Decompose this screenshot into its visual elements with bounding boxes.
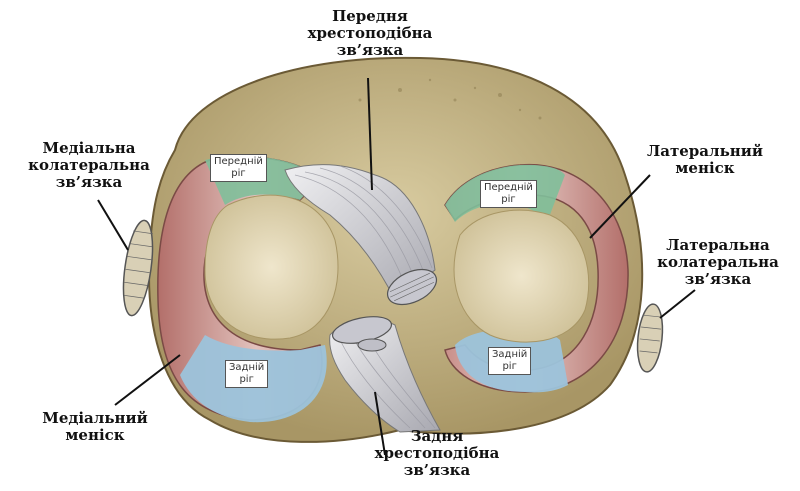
pcl-inner-cut (357, 338, 387, 352)
medial-anterior-horn-box: Передній ріг (210, 154, 267, 182)
mcl-shape (122, 219, 154, 317)
lateral-meniscus-label: Латеральний меніск (646, 142, 763, 177)
lateral-tibial-cartilage (453, 209, 590, 343)
mcl-leader (97, 199, 129, 251)
lcl-shape (636, 303, 664, 373)
pcl-label: Задня хрестоподібна зв’язка (374, 427, 500, 479)
lateral-posterior-horn-box: Задній ріг (488, 347, 532, 375)
acl-cut-texture (389, 272, 435, 302)
acl-fibers (294, 165, 433, 286)
acl-leader (367, 77, 373, 191)
lcl-label: Латеральна колатеральна зв’язка (657, 236, 779, 288)
acl-label: Передня хрестоподібна зв’язка (307, 7, 433, 59)
leader-lines (97, 77, 696, 456)
mcl-texture (123, 230, 153, 299)
medial-tibial-cartilage (204, 194, 339, 340)
lcl-leader (659, 289, 696, 319)
lateral-anterior-horn-box: Передній ріг (480, 180, 537, 208)
mcl-label: Медіальна колатеральна зв’язка (28, 139, 150, 191)
medial-posterior-horn-box: Задній ріг (225, 360, 269, 388)
acl-shape (284, 164, 436, 301)
lateral-meniscus-leader (589, 174, 651, 239)
medial-meniscus-leader (114, 354, 181, 406)
medial-meniscus-label: Медіальний меніск (42, 409, 148, 444)
pcl-leader (374, 391, 386, 456)
lcl-texture (639, 314, 662, 354)
bone-texture (358, 78, 542, 120)
